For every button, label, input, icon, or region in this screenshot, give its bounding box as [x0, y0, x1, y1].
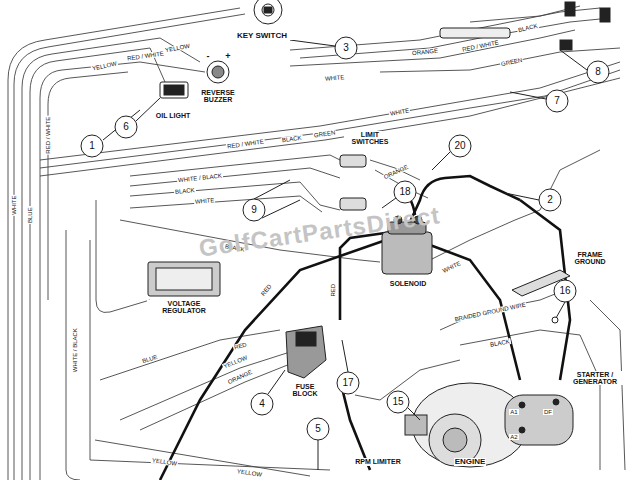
- wire-color: RED: [232, 341, 248, 351]
- callout-number: 8: [595, 67, 601, 78]
- callout-number: 15: [392, 397, 403, 408]
- wire-color: WHITE: [324, 74, 346, 82]
- wire-color: WHITE / BLACK: [177, 172, 223, 183]
- wire-color: ORANGE: [382, 163, 410, 181]
- wire-color: RED / WHITE: [45, 115, 51, 154]
- part-label: OIL LIGHT: [154, 112, 192, 119]
- wire-color: YELLOW: [151, 457, 179, 467]
- wire-color: RED / WHITE: [125, 50, 164, 62]
- wire-color: ORANGE: [226, 368, 254, 386]
- part-label: VOLTAGE REGULATOR: [147, 300, 221, 315]
- terminal-sign: +: [224, 52, 231, 61]
- wire-color: YELLOW: [222, 354, 249, 370]
- part-label: RPM LIMITER: [354, 458, 402, 465]
- callout-number: 7: [554, 96, 560, 107]
- wire-color: BRAIDED GROUND WIRE: [453, 301, 527, 323]
- terminal-label: A2: [509, 434, 518, 440]
- wire-color: GREEN: [500, 56, 524, 67]
- wire-color: BLUE: [27, 206, 33, 224]
- callout-number: 16: [559, 286, 570, 297]
- wire-color: RED: [330, 283, 336, 298]
- terminal-label: DF: [543, 409, 553, 415]
- part-label: FUSE BLOCK: [284, 383, 326, 398]
- terminal-label: A1: [509, 409, 518, 415]
- callout-number: 17: [342, 378, 353, 389]
- part-label: SOLENOID: [389, 280, 428, 287]
- wire-color: RED: [259, 282, 273, 297]
- wire-color: BLACK: [174, 187, 196, 196]
- callout-number: 5: [315, 424, 321, 435]
- wire-color: BLACK: [281, 134, 303, 143]
- part-label: STARTER / GENERATOR: [564, 371, 626, 386]
- callout-number: 2: [547, 195, 553, 206]
- callout-number: 4: [259, 399, 265, 410]
- wire-color: YELLOW: [91, 60, 119, 72]
- wire-color: YELLOW: [164, 43, 192, 54]
- callout-number: 9: [251, 205, 257, 216]
- callout-number: 18: [399, 187, 410, 198]
- part-label: FRAME GROUND: [566, 251, 614, 266]
- part-label: REVERSE BUZZER: [191, 89, 245, 104]
- wire-color: BLACK: [489, 338, 511, 348]
- wire-color: WHITE / BLACK: [72, 327, 78, 373]
- wire-color: YELLOW: [236, 468, 264, 478]
- terminal-sign: -: [206, 52, 211, 61]
- wire-color: BLACK: [517, 22, 540, 33]
- callout-number: 6: [123, 122, 129, 133]
- wire-color: WHITE: [441, 260, 463, 275]
- callout-number: 20: [454, 141, 465, 152]
- wire-color: WHITE: [194, 197, 216, 205]
- wire-color: WHITE: [11, 194, 17, 215]
- wire-color: GREEN: [313, 129, 337, 138]
- callout-number: 3: [343, 43, 349, 54]
- wire-color: WHITE: [389, 107, 411, 117]
- callout-number: 1: [89, 141, 95, 152]
- part-label: KEY SWITCH: [226, 32, 298, 40]
- part-label: LIMIT SWITCHES: [344, 131, 396, 146]
- part-label: ENGINE: [454, 458, 487, 466]
